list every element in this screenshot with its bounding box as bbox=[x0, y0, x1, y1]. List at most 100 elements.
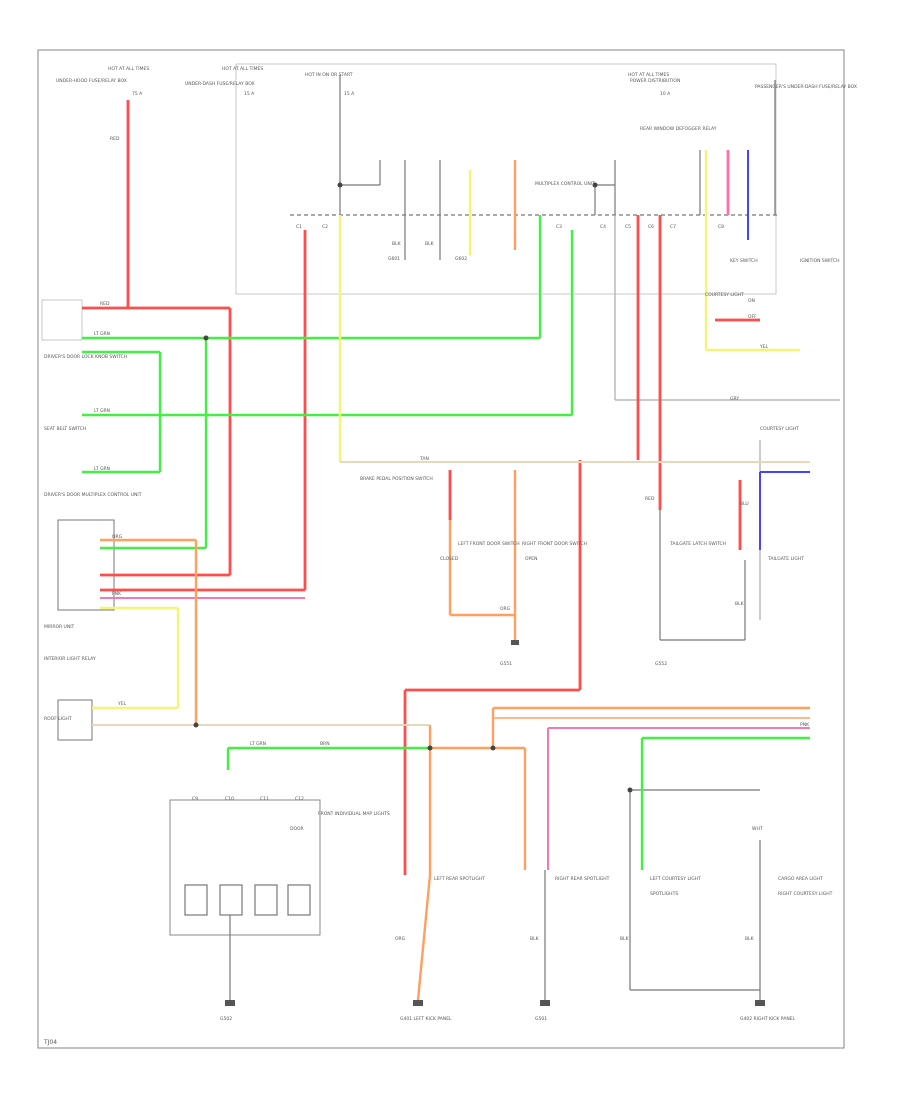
label-grn-3: LT GRN bbox=[94, 466, 110, 472]
label-door-multiplex: DRIVER'S DOOR MULTIPLEX CONTROL UNIT bbox=[44, 492, 142, 498]
label-c6: C6 bbox=[648, 224, 654, 230]
label-courtesy-2: COURTESY LIGHT bbox=[760, 426, 799, 432]
label-yel-1: YEL bbox=[117, 701, 127, 707]
label-blk-2: BLK bbox=[425, 241, 435, 247]
label-page-code: TJ04 bbox=[43, 1039, 57, 1046]
label-c10: C10 bbox=[225, 796, 234, 802]
label-off: OFF bbox=[748, 314, 757, 320]
label-cargo-light: CARGO AREA LIGHT bbox=[778, 876, 823, 882]
label-pnk-1: PNK bbox=[112, 591, 122, 597]
label-fuse-75a: 75 A bbox=[132, 91, 143, 97]
label-hot-on-start: HOT IN ON OR START bbox=[305, 72, 353, 78]
label-grn-4: LT GRN bbox=[250, 741, 266, 747]
label-passenger-dash: PASSENGER'S UNDER-DASH FUSE/RELAY BOX bbox=[755, 84, 857, 90]
label-blu-1: BLU bbox=[740, 501, 749, 507]
label-tan-1: TAN bbox=[419, 456, 429, 462]
tan-wiring bbox=[92, 461, 810, 726]
ground-switch bbox=[225, 1000, 235, 1006]
label-ignition: IGNITION SWITCH bbox=[800, 258, 840, 264]
label-on: ON bbox=[748, 298, 755, 304]
label-key-switch: KEY SWITCH bbox=[730, 258, 758, 264]
label-left-courtesy: LEFT COURTESY LIGHT bbox=[650, 876, 701, 882]
label-fuse-15a-1: 15 A bbox=[244, 91, 255, 97]
label-under-hood: UNDER-HOOD FUSE/RELAY BOX bbox=[56, 78, 127, 84]
label-left-spot: LEFT REAR SPOTLIGHT bbox=[434, 876, 485, 882]
label-brake-switch: BRAKE PEDAL POSITION SWITCH bbox=[360, 476, 433, 482]
label-courtesy-1: COURTESY LIGHT bbox=[705, 292, 744, 298]
label-hot-1: HOT AT ALL TIMES bbox=[108, 66, 149, 72]
ground-right bbox=[755, 1000, 765, 1006]
label-org-1: ORG bbox=[112, 534, 123, 540]
label-spotlights: SPOTLIGHTS bbox=[650, 891, 678, 897]
label-pnk-2: PNK bbox=[800, 722, 810, 728]
green-wiring bbox=[82, 215, 810, 870]
label-blk-4: BLK bbox=[530, 936, 540, 942]
label-rear-defogger: REAR WINDOW DEFOGGER RELAY bbox=[640, 126, 717, 132]
label-hot-3: HOT AT ALL TIMES bbox=[628, 72, 669, 78]
label-grn-2: LT GRN bbox=[94, 408, 110, 414]
label-c5: C5 bbox=[625, 224, 631, 230]
label-blk-3: BLK bbox=[735, 601, 745, 607]
label-c8: C8 bbox=[718, 224, 724, 230]
label-blk-5: BLK bbox=[620, 936, 630, 942]
label-wht-1: WHT bbox=[752, 826, 763, 832]
label-mirror-unit: MIRROR UNIT bbox=[44, 624, 75, 630]
label-c4: C4 bbox=[600, 224, 606, 230]
label-c9: C9 bbox=[192, 796, 198, 802]
label-c12: C12 bbox=[295, 796, 304, 802]
label-fuse-15a-2: 15 A bbox=[344, 91, 355, 97]
diagram-frame bbox=[37, 49, 845, 1049]
label-ground-502: G502 bbox=[220, 1016, 232, 1022]
label-ground-402: G402 RIGHT KICK PANEL bbox=[740, 1016, 796, 1022]
label-red-1: RED bbox=[110, 136, 120, 142]
label-roof-light: ROOF LIGHT bbox=[44, 716, 72, 722]
label-right-front-door: RIGHT FRONT DOOR SWITCH bbox=[522, 541, 587, 547]
label-front-map: FRONT INDIVIDUAL MAP LIGHTS bbox=[318, 811, 390, 817]
orange-wiring bbox=[100, 160, 810, 1001]
pink-wiring bbox=[100, 597, 810, 870]
label-multiplex-unit: MULTIPLEX CONTROL UNIT bbox=[535, 181, 595, 187]
label-left-front-door: LEFT FRONT DOOR SWITCH bbox=[458, 541, 520, 547]
label-c7: C7 bbox=[670, 224, 676, 230]
label-c3: C3 bbox=[556, 224, 562, 230]
label-ground-401: G401 LEFT KICK PANEL bbox=[400, 1016, 452, 1022]
label-yel-2: YEL bbox=[759, 344, 769, 350]
label-open: OPEN bbox=[525, 556, 537, 562]
label-door: DOOR bbox=[290, 826, 304, 832]
diagram-labels: HOT AT ALL TIMES HOT AT ALL TIMES HOT IN… bbox=[43, 66, 857, 1046]
label-door-lock: DRIVER'S DOOR LOCK KNOB SWITCH bbox=[44, 354, 127, 360]
ground-mid bbox=[540, 1000, 550, 1006]
label-closed: CLOSED bbox=[440, 556, 459, 562]
label-fuse-10a: 10 A bbox=[660, 91, 671, 97]
label-org-2: ORG bbox=[395, 936, 406, 942]
ground-center bbox=[511, 640, 519, 645]
label-tailgate-light: TAILGATE LIGHT bbox=[767, 556, 804, 562]
label-right-courtesy: RIGHT COURTESY LIGHT bbox=[778, 891, 833, 897]
ground-left bbox=[413, 1000, 423, 1006]
label-brn-1: BRN bbox=[320, 741, 330, 747]
red-wiring bbox=[82, 100, 760, 875]
label-ground-602: G602 bbox=[455, 256, 467, 262]
label-under-dash: UNDER-DASH FUSE/RELAY BOX bbox=[185, 81, 255, 87]
blue-wiring bbox=[747, 150, 810, 550]
yellow-wiring bbox=[92, 150, 800, 710]
label-power-distribution: POWER DISTRIBUTION bbox=[630, 78, 680, 84]
splice-dots bbox=[193, 182, 633, 793]
label-c1: C1 bbox=[296, 224, 302, 230]
label-ground-501: G501 bbox=[535, 1016, 547, 1022]
label-ground-551: G551 bbox=[500, 661, 512, 667]
label-right-spot: RIGHT REAR SPOTLIGHT bbox=[555, 876, 610, 882]
label-red-2: RED bbox=[100, 301, 110, 307]
label-ground-601: G601 bbox=[388, 256, 400, 262]
label-red-3: RED bbox=[645, 496, 655, 502]
label-gry-1: GRY bbox=[730, 396, 739, 402]
label-blk-6: BLK bbox=[745, 936, 755, 942]
label-c2: C2 bbox=[322, 224, 328, 230]
label-seat-belt: SEAT BELT SWITCH bbox=[44, 426, 86, 432]
label-interior-relay: INTERIOR LIGHT RELAY bbox=[44, 656, 96, 662]
label-blk-1: BLK bbox=[392, 241, 402, 247]
label-org-3: ORG bbox=[500, 606, 511, 612]
label-ground-552: G552 bbox=[655, 661, 667, 667]
label-c11: C11 bbox=[260, 796, 269, 802]
